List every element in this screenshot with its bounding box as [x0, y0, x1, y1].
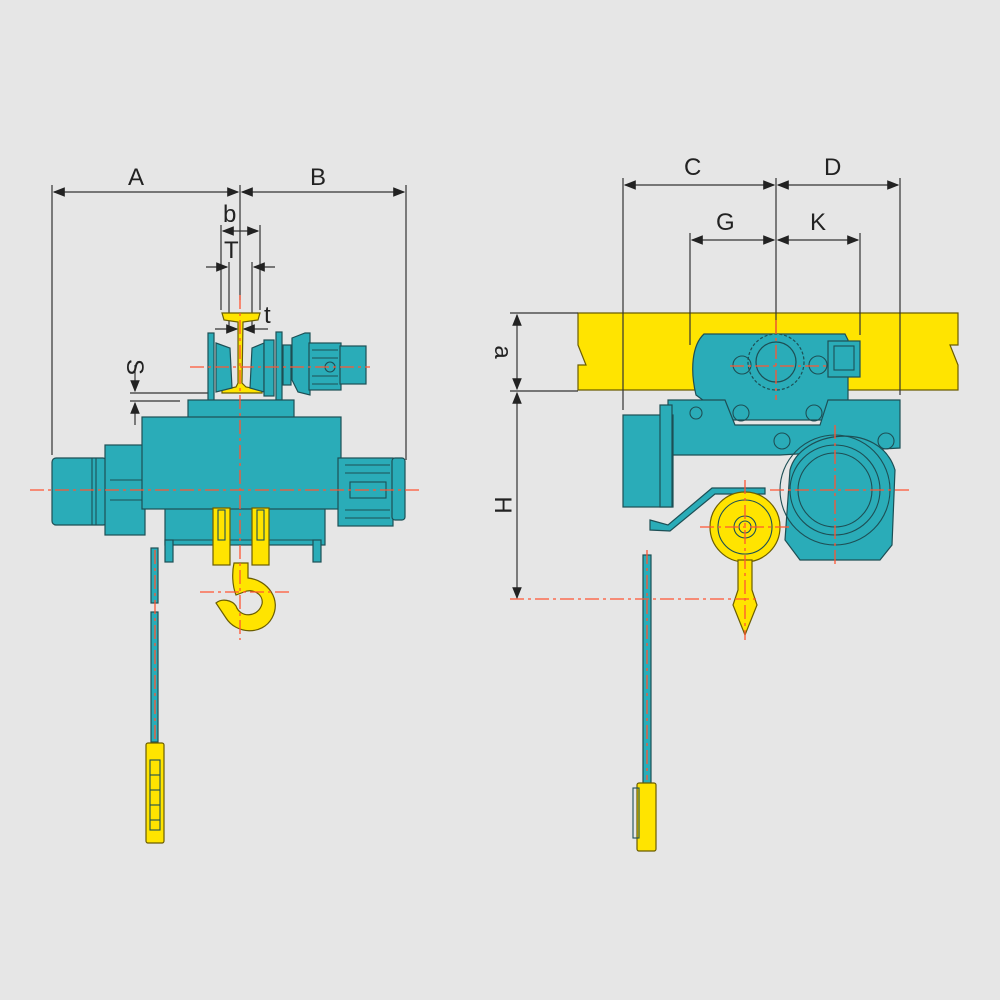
dimension-label-T: T	[224, 237, 239, 264]
side-view: A B b T t S	[30, 164, 420, 844]
dimension-label-b: b	[223, 201, 236, 228]
dimension-lines-front	[510, 178, 901, 600]
dimension-label-a: a	[489, 345, 516, 359]
hoist-body	[51, 399, 406, 563]
trolley	[207, 331, 367, 402]
dimension-label-B: B	[310, 164, 326, 191]
trolley-frame	[622, 399, 901, 508]
dimension-label-A: A	[128, 164, 144, 191]
hook-icon	[215, 562, 276, 632]
i-beam-rail	[221, 312, 263, 394]
dimension-label-C: C	[684, 154, 701, 181]
dimension-lines-side	[51, 185, 407, 460]
bracket-arm	[649, 487, 766, 532]
dimension-label-K: K	[810, 209, 826, 236]
dimension-label-S: S	[121, 359, 148, 375]
dimension-label-G: G	[716, 209, 735, 236]
dimension-label-t: t	[264, 302, 271, 329]
centerlines-front	[510, 320, 910, 780]
dimension-label-D: D	[824, 154, 841, 181]
centerlines-side	[30, 295, 420, 740]
dimension-label-H: H	[489, 496, 516, 513]
trolley-side-plate	[692, 333, 861, 421]
front-view: C D G K a H	[489, 154, 959, 852]
